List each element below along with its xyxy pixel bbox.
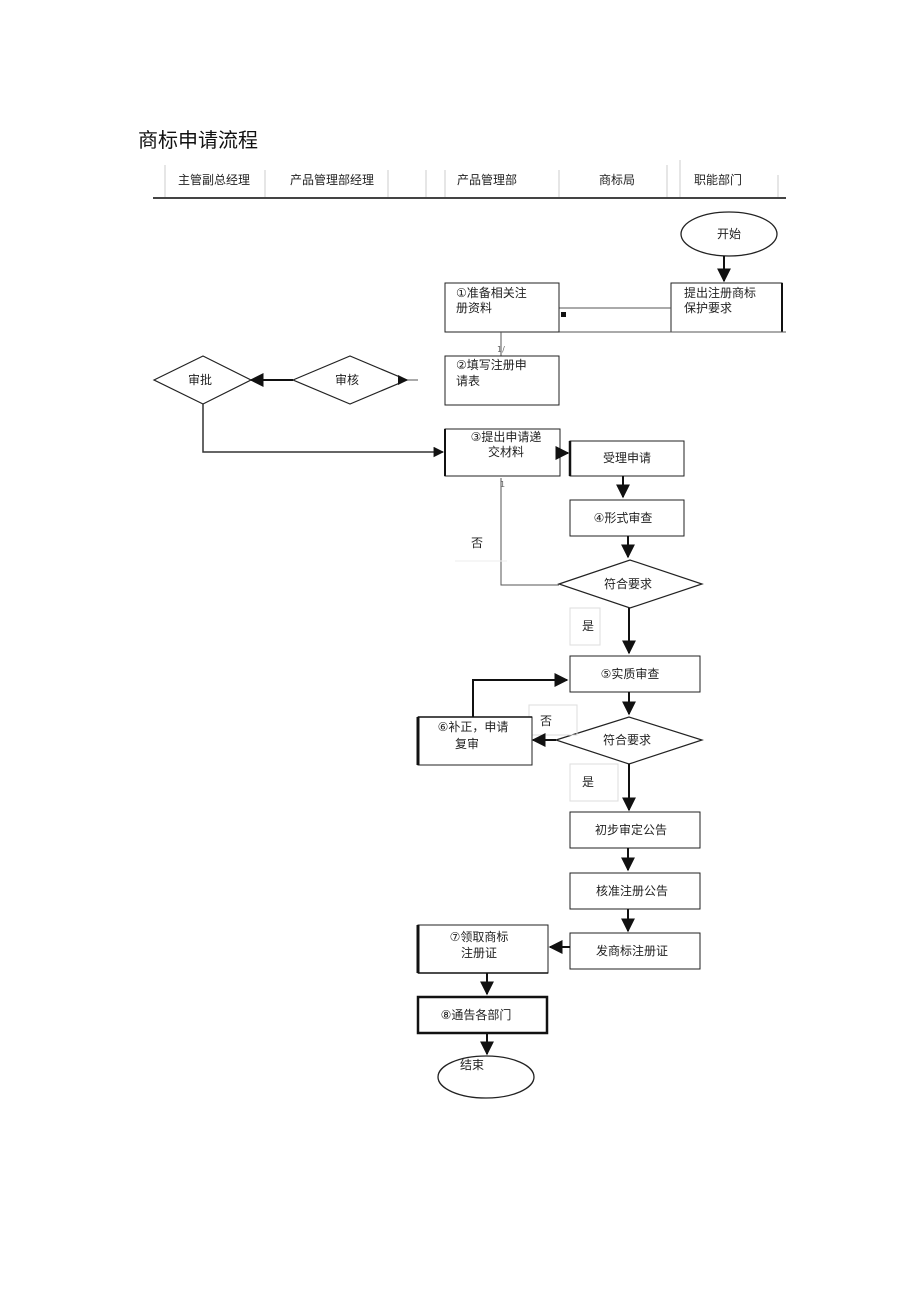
mark-1: 1/: [497, 345, 505, 354]
end-label: 结束: [460, 1058, 484, 1072]
correct-label-1: ⑥补正，申请: [438, 720, 509, 734]
page-title: 商标申请流程: [138, 128, 258, 152]
decision-1-label: 符合要求: [604, 576, 652, 591]
edge-approve-submit: [202, 404, 445, 458]
correct-label-2: 复审: [455, 736, 479, 751]
lane-functional-dept: 职能部门: [694, 172, 742, 187]
mark-2: 1: [500, 480, 505, 489]
propose-label-1: 提出注册商标: [684, 285, 756, 300]
lane-vp: 主管副总经理: [178, 172, 250, 187]
substantive-review-label: ⑤实质审查: [601, 666, 660, 681]
propose-node: 提出注册商标 保护要求: [670, 282, 783, 333]
notify-node: ⑧通告各部门: [416, 995, 549, 1035]
prelim-notice-label: 初步审定公告: [595, 822, 667, 837]
decision-1-node: 符合要求: [557, 559, 704, 609]
submit-label-2: 交材料: [488, 444, 524, 459]
accept-node: 受理申请: [568, 440, 685, 477]
decision-2-node: 符合要求: [554, 716, 704, 765]
propose-label-2: 保护要求: [684, 301, 732, 315]
submit-label-1: ③提出申请递: [471, 429, 542, 444]
yes-label-2: 是: [582, 775, 594, 789]
connector-square: [561, 312, 566, 317]
fill-form-label-1: ②填写注册申: [456, 357, 527, 372]
notify-label: ⑧通告各部门: [441, 1007, 512, 1022]
lane-pm-manager: 产品管理部经理: [290, 172, 374, 187]
no-label-2: 否: [540, 714, 552, 728]
lane-pm-dept: 产品管理部: [457, 172, 517, 187]
start-node: 开始: [680, 211, 778, 257]
no-label-1: 否: [471, 536, 483, 550]
submit-node: ③提出申请递 交材料: [444, 428, 561, 477]
prelim-notice-node: 初步审定公告: [569, 811, 701, 849]
edge-correct-substantive: [472, 673, 569, 717]
substantive-review-node: ⑤实质审查: [569, 655, 701, 693]
get-cert-label-2: 注册证: [461, 945, 497, 960]
decision-2-label: 符合要求: [603, 732, 651, 747]
issue-cert-node: 发商标注册证: [569, 932, 701, 970]
approve-label: 审批: [188, 372, 212, 387]
start-label: 开始: [717, 227, 741, 241]
get-cert-node: ⑦领取商标 注册证: [416, 924, 549, 974]
fill-form-label-2: 请表: [456, 374, 480, 388]
correct-node: ⑥补正，申请 复审: [416, 716, 533, 766]
lane-trademark-office: 商标局: [599, 172, 635, 187]
edge-decision1-no: [500, 478, 559, 586]
approve-node: 审批: [152, 355, 253, 405]
approval-notice-node: 核准注册公告: [569, 872, 701, 910]
lane-header: 主管副总经理 产品管理部经理 产品管理部 商标局 职能部门: [153, 160, 786, 199]
prepare-node: ①准备相关注 册资料: [444, 282, 560, 333]
yes-label-1: 是: [582, 619, 594, 633]
prepare-label-2: 册资料: [456, 301, 492, 315]
issue-cert-label: 发商标注册证: [596, 943, 668, 958]
accept-label: 受理申请: [603, 451, 651, 465]
get-cert-label-1: ⑦领取商标: [450, 929, 509, 944]
fill-form-node: ②填写注册申 请表: [444, 355, 560, 406]
approval-notice-label: 核准注册公告: [596, 883, 668, 898]
review-node: 审核: [291, 355, 409, 405]
formal-review-label: ④形式审查: [594, 510, 653, 525]
review-label: 审核: [335, 372, 359, 387]
prepare-label-1: ①准备相关注: [456, 285, 527, 300]
end-node: 结束: [437, 1055, 535, 1099]
formal-review-node: ④形式审查: [569, 499, 685, 537]
